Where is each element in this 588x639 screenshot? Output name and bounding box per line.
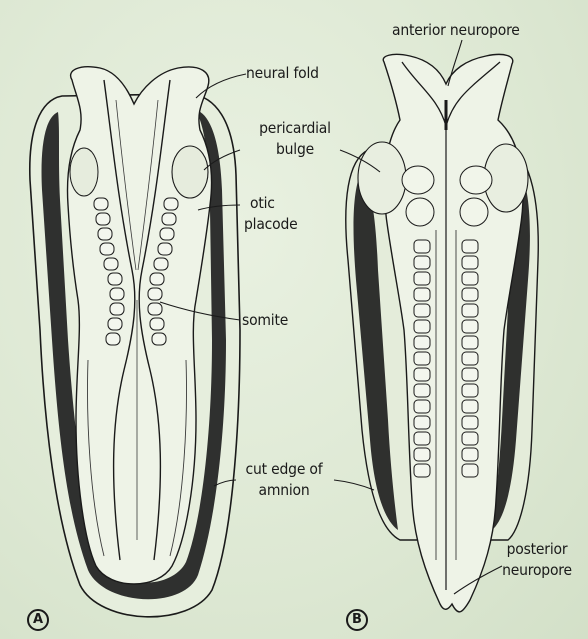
label-anterior-neuropore: anterior neuropore bbox=[392, 20, 520, 41]
label-pericardial-bulge-line1: pericardial bbox=[242, 118, 348, 139]
embryo-b bbox=[346, 54, 538, 611]
label-cut-edge-line1: cut edge of bbox=[232, 459, 336, 480]
label-posterior-neuropore-line2: neuropore bbox=[494, 560, 580, 581]
label-somite: somite bbox=[242, 310, 288, 331]
label-posterior-neuropore-line1: posterior bbox=[494, 539, 580, 560]
label-posterior-neuropore: posterior neuropore bbox=[494, 539, 580, 581]
embryo-a bbox=[30, 67, 240, 617]
label-neural-fold: neural fold bbox=[246, 63, 319, 84]
leader-cut-edge-b bbox=[334, 480, 374, 490]
panel-label-b: B bbox=[346, 609, 368, 631]
label-otic-placode-line2: placode bbox=[244, 214, 298, 235]
label-otic-placode: otic placode bbox=[244, 193, 298, 235]
label-pericardial-bulge-line2: bulge bbox=[242, 139, 348, 160]
label-otic-placode-line1: otic bbox=[244, 193, 298, 214]
panel-label-a: A bbox=[27, 609, 49, 631]
label-cut-edge-line2: amnion bbox=[232, 480, 336, 501]
label-cut-edge-of-amnion: cut edge of amnion bbox=[232, 459, 336, 501]
label-pericardial-bulge: pericardial bulge bbox=[242, 118, 348, 160]
embryo-a-left-bulge bbox=[70, 148, 98, 196]
embryo-b-pericardial-bulge-left bbox=[358, 142, 406, 214]
embryo-a-pericardial-bulge bbox=[172, 146, 208, 198]
